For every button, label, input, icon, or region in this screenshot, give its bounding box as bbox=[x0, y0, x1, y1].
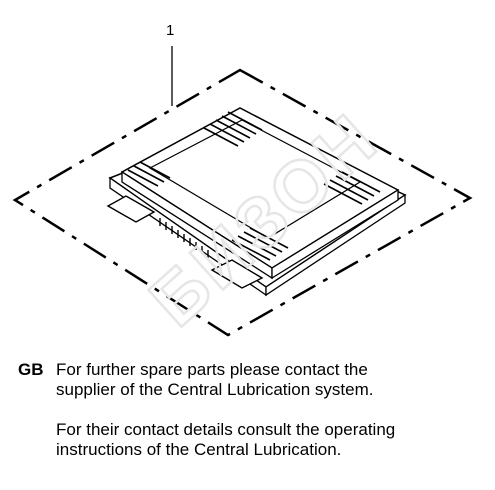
callout-number: 1 bbox=[166, 22, 175, 39]
tray-right-face bbox=[265, 193, 406, 297]
grip-hatching-right bbox=[323, 171, 381, 205]
mounting-tab-left bbox=[106, 195, 156, 223]
grip-hatching-top-left bbox=[203, 111, 263, 147]
mounting-tab-front bbox=[210, 259, 264, 289]
note-line: supplier of the Central Lubrication syst… bbox=[56, 380, 374, 399]
vent-slots bbox=[159, 218, 209, 258]
parts-diagram: 1 bbox=[12, 22, 473, 337]
note-line: instructions of the Central Lubrication. bbox=[56, 440, 342, 459]
note-paragraph-2: For their contact details consult the op… bbox=[56, 420, 488, 460]
grip-hatching-bottom bbox=[231, 227, 289, 261]
note-paragraph-1: For further spare parts please contact t… bbox=[56, 360, 488, 400]
grip-hatching-left bbox=[127, 161, 171, 187]
block-right-face bbox=[271, 188, 399, 280]
language-code: GB bbox=[18, 360, 44, 379]
part-illustration bbox=[12, 46, 473, 337]
note-line: For their contact details consult the op… bbox=[56, 420, 396, 439]
dashed-boundary bbox=[12, 68, 473, 337]
note-line: For further spare parts please contact t… bbox=[56, 360, 368, 379]
spare-parts-note: GB For further spare parts please contac… bbox=[18, 360, 488, 460]
